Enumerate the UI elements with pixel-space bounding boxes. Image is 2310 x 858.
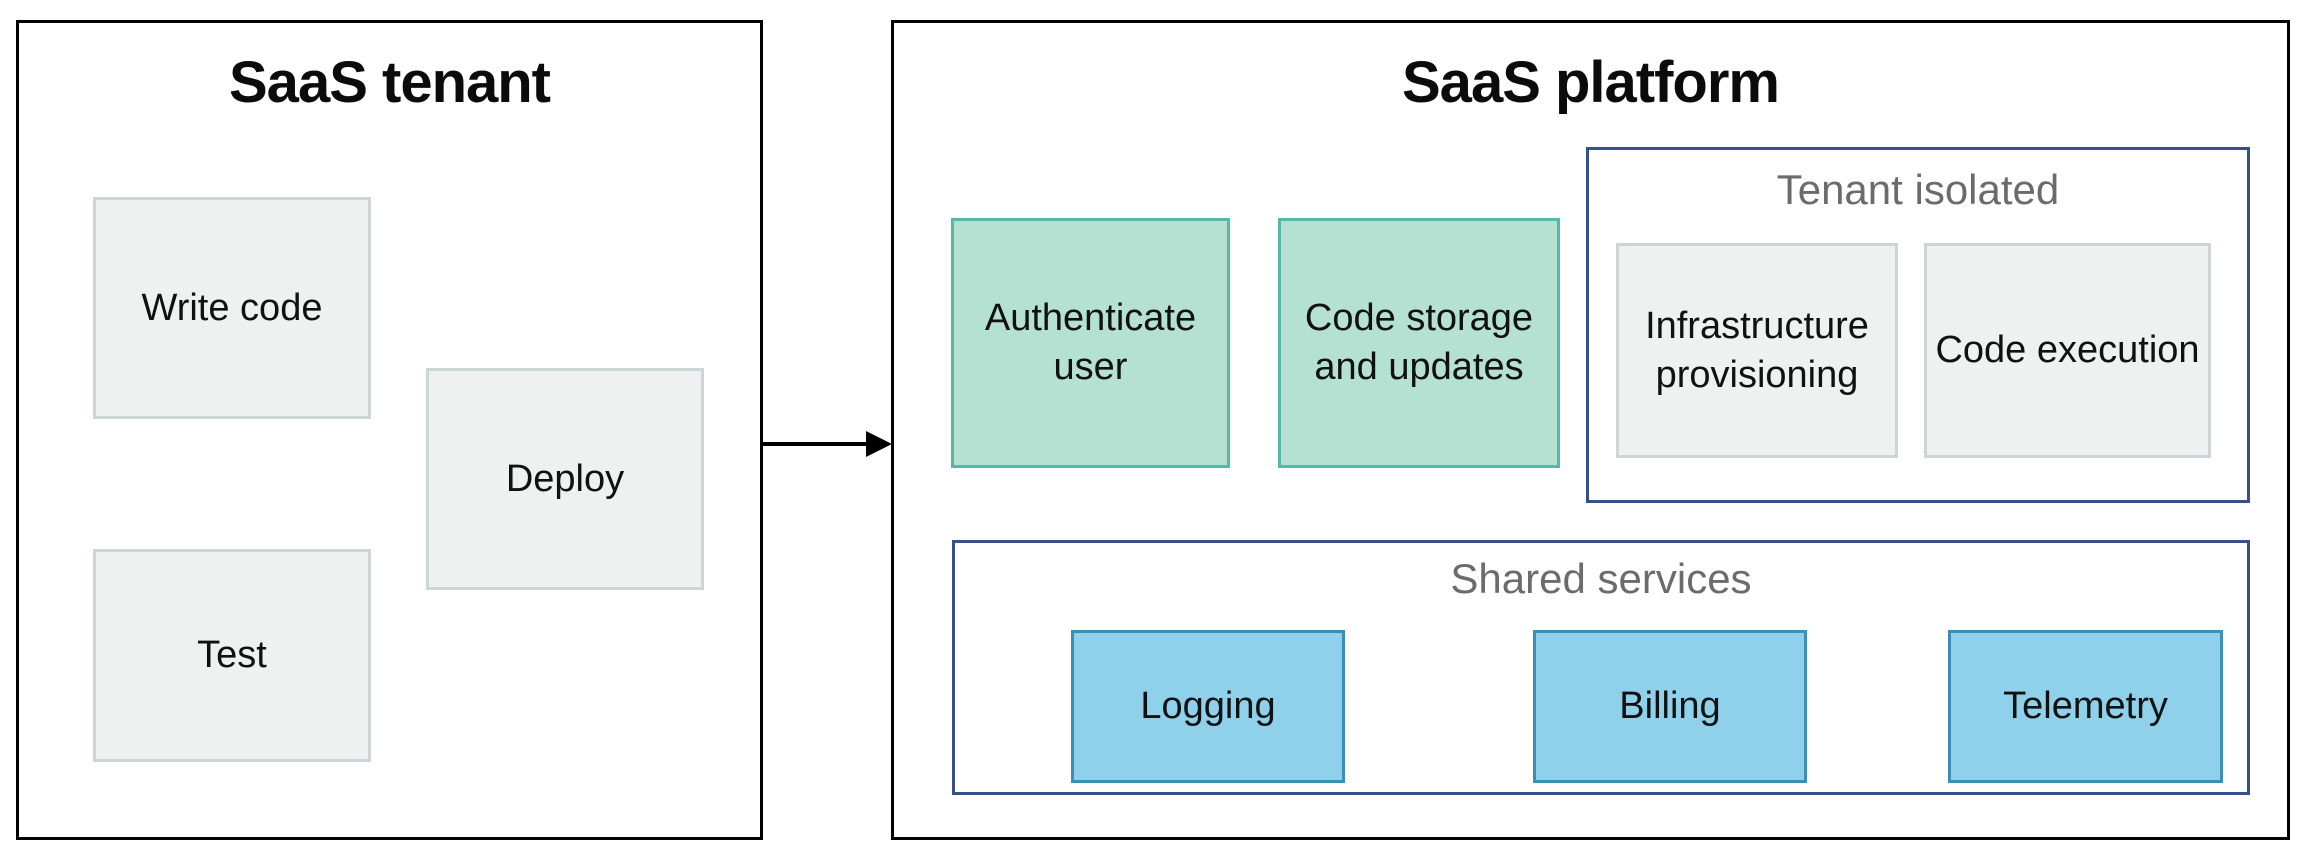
billing-label: Billing [1619,685,1721,728]
write-code-label: Write code [141,286,323,329]
write-code-box: Write code [93,197,371,419]
logging-box: Logging [1071,630,1345,783]
saas-tenant-panel: SaaS tenant Write code Deploy Test [16,20,763,840]
shared-services-group: Shared services Logging Billing Telemetr… [952,540,2250,795]
infrastructure-provisioning-box: Infrastructure provisioning [1616,243,1898,458]
logging-label: Logging [1140,685,1276,728]
tenant-isolated-group: Tenant isolated Infrastructure provision… [1586,147,2250,503]
saas-tenant-title: SaaS tenant [229,50,551,115]
code-execution-label: Code execution [1935,329,2200,372]
saas-platform-panel: SaaS platform Authenticate user Code sto… [891,20,2290,840]
deploy-label: Deploy [505,457,625,500]
code-storage-label: Code storage and updates [1304,297,1534,388]
telemetry-box: Telemetry [1948,630,2223,783]
tenant-to-platform-arrow-line [763,442,868,446]
billing-box: Billing [1533,630,1807,783]
telemetry-label: Telemetry [2003,685,2168,728]
saas-platform-title: SaaS platform [1402,50,1780,115]
tenant-isolated-label: Tenant isolated [1776,166,2060,213]
test-label: Test [197,634,267,677]
code-storage-box: Code storage and updates [1278,218,1560,468]
tenant-to-platform-arrow-head-icon [866,431,892,457]
deploy-box: Deploy [426,368,704,590]
infrastructure-provisioning-label: Infrastructure provisioning [1645,304,1869,396]
code-execution-box: Code execution [1924,243,2211,458]
shared-services-label: Shared services [1450,555,1752,602]
authenticate-user-box: Authenticate user [951,218,1230,468]
authenticate-user-label: Authenticate user [984,297,1197,388]
test-box: Test [93,549,371,762]
